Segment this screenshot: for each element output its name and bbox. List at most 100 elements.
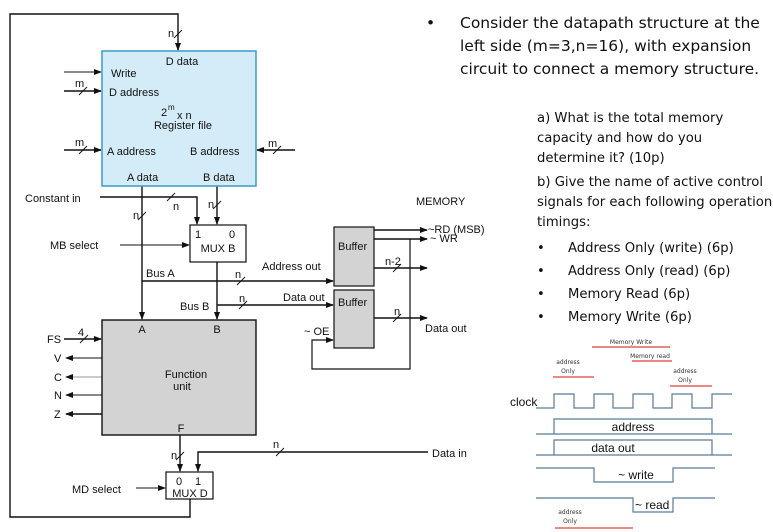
operation-item: • Address Only (read) (6p)	[537, 260, 773, 283]
width-label-n: n	[168, 28, 174, 40]
width-label-n: n	[171, 450, 177, 462]
width-label-n: n	[273, 439, 279, 451]
data-buffer-label: Buffer	[338, 297, 367, 309]
memory-read-label: Memory read	[630, 353, 670, 360]
address-signal-label: address	[612, 420, 655, 434]
data-buffer	[333, 289, 375, 349]
fs-label: FS	[47, 334, 61, 346]
data-out-label: Data out	[283, 292, 325, 304]
bullet: •	[537, 287, 545, 302]
width-label-n: n	[394, 306, 400, 318]
bullet: •	[537, 310, 545, 325]
width-label-n: n	[173, 201, 179, 213]
operation-list: •Address Only (write) (6p) •Address Only…	[537, 237, 773, 329]
width-label-n: n	[208, 199, 214, 211]
rf-a-data-label: A data	[127, 172, 159, 184]
operation-label: Address Only (write) (6p)	[568, 241, 734, 256]
data-in-label: Data in	[432, 448, 467, 460]
address-out-label: Address out	[262, 261, 321, 273]
bus-b-label: Bus B	[180, 301, 209, 313]
address-buffer	[333, 226, 375, 287]
operation-markers	[553, 346, 712, 529]
clock-label: clock	[510, 395, 538, 409]
fu-input-a: A	[138, 324, 146, 336]
operation-item: •Address Only (write) (6p)	[537, 237, 773, 260]
mux-b-box	[189, 224, 247, 263]
v-flag-label: V	[54, 353, 62, 365]
n-flag-label: N	[54, 390, 62, 402]
rf-size-base: 2	[161, 107, 167, 119]
memory-label: MEMORY	[416, 196, 466, 208]
questions-panel: a) What is the total memory capacity and…	[537, 109, 773, 329]
rf-d-address-label: D address	[109, 87, 160, 99]
oe-loop-wire	[311, 239, 411, 370]
intro-bullet-item: • Consider the datapath structure at the…	[426, 12, 771, 81]
operation-item: • Memory Read (6p)	[537, 283, 773, 306]
width-label-m: m	[75, 78, 84, 90]
constant-in-wire	[100, 196, 200, 225]
write-waveform	[536, 467, 715, 483]
data-in-wire	[195, 451, 428, 472]
write-signal-label: ~ write	[618, 468, 654, 482]
width-label-m: m	[268, 138, 277, 150]
width-label-fs: 4	[78, 327, 84, 339]
address-only-label: Only	[563, 518, 577, 525]
mux-d-box	[165, 471, 214, 500]
bus-width-slashes	[78, 29, 402, 461]
address-only-label: address	[673, 368, 697, 375]
rf-write-label: Write	[111, 68, 136, 80]
md-select-label: MD select	[72, 484, 121, 496]
address-buffer-label: Buffer	[338, 241, 367, 253]
address-only-label: address	[558, 509, 582, 516]
timing-diagram: Memory Write Memory read address Only ad…	[510, 339, 732, 529]
bullet: •	[537, 264, 545, 279]
width-label-m: m	[75, 137, 84, 149]
fu-title-2: unit	[173, 381, 191, 393]
operation-item: • Memory Write (6p)	[537, 306, 773, 329]
read-signal-label: ~ read	[635, 498, 669, 512]
address-only-label: Only	[678, 377, 692, 384]
mux-b-input-1: 1	[195, 229, 201, 241]
mux-d-input-0: 0	[176, 476, 182, 488]
fu-input-b: B	[213, 324, 220, 336]
width-label-n: n	[239, 293, 245, 305]
c-flag-label: C	[54, 372, 62, 384]
rf-a-address-label: A address	[107, 146, 156, 158]
width-label-n-2: n-2	[385, 256, 401, 268]
operation-label: Address Only (read) (6p)	[568, 264, 731, 279]
question-b: b) Give the name of active control signa…	[537, 175, 773, 230]
fu-title-1: Function	[165, 369, 207, 381]
address-only-label: Only	[561, 368, 575, 375]
rd-label: ~RD (MSB)	[428, 224, 485, 236]
rf-b-address-label: B address	[190, 146, 240, 158]
mem-data-out-label: Data out	[425, 323, 467, 335]
rf-title: Register file	[154, 120, 212, 132]
rf-b-data-label: B data	[203, 172, 236, 184]
rf-size-rest: x n	[177, 110, 192, 122]
bus-a-label: Bus A	[146, 268, 175, 280]
mux-b-input-0: 0	[229, 229, 235, 241]
width-label-n: n	[133, 210, 139, 222]
data-out-signal-label: data out	[591, 441, 635, 455]
fu-output-f: F	[178, 423, 185, 435]
read-waveform	[536, 497, 715, 513]
wires	[9, 13, 428, 518]
data-out-waveform	[553, 439, 713, 455]
address-only-label: address	[556, 359, 580, 366]
operation-label: Memory Read (6p)	[568, 287, 691, 302]
oe-label: ~ OE	[304, 326, 329, 338]
wr-label: ~ WR	[430, 233, 458, 245]
rf-d-data-label: D data	[166, 56, 199, 68]
mux-d-label: MUX D	[172, 488, 208, 500]
bullet: •	[426, 14, 436, 32]
memory-write-label: Memory Write	[610, 339, 652, 346]
z-flag-label: Z	[54, 409, 61, 421]
mux-d-input-1: 1	[195, 476, 201, 488]
mux-b-label: MUX B	[201, 243, 236, 255]
width-label-n: n	[235, 269, 241, 281]
register-file-box	[101, 50, 257, 187]
constant-in-label: Constant in	[25, 193, 81, 205]
clock-waveform	[536, 393, 732, 409]
operation-label: Memory Write (6p)	[568, 310, 692, 325]
